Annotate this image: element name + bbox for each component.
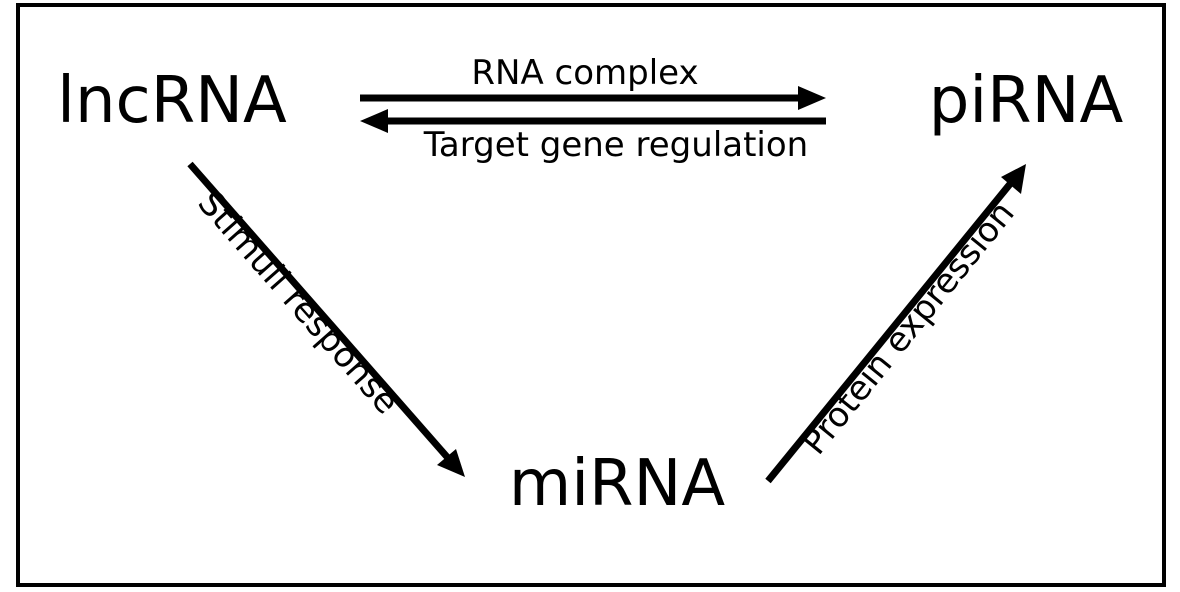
label-rna-complex: RNA complex (471, 53, 698, 93)
arrow-pirna-to-lncrna (360, 109, 826, 133)
label-target-gene-regulation: Target gene regulation (423, 125, 808, 165)
node-pirna: piRNA (929, 64, 1124, 138)
label-protein-expression: Protein expression (794, 194, 1022, 463)
arrow-mirna-to-pirna (765, 164, 1026, 484)
arrow-lncrna-to-pirna (360, 86, 826, 110)
node-mirna: miRNA (509, 447, 725, 521)
node-lncrna: lncRNA (57, 64, 287, 138)
label-stimuli-response: Stimuli response (190, 183, 407, 422)
arrow-lncrna-to-mirna (187, 161, 465, 477)
